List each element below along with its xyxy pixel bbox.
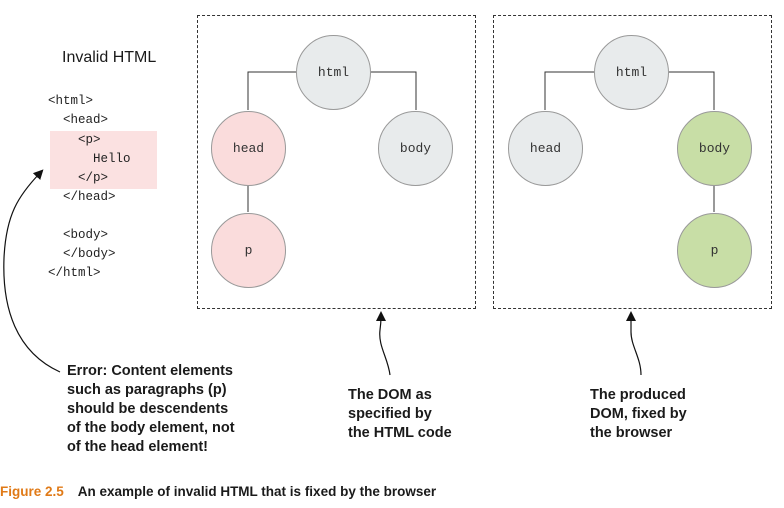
edge-html-body — [371, 71, 417, 110]
fixed-caption-line: The produced — [590, 387, 686, 403]
error-caption-line: of the head element! — [67, 439, 208, 455]
figure-text: An example of invalid HTML that is fixed… — [77, 484, 437, 499]
right-body-node: body — [677, 111, 752, 186]
fixed-caption-line: the browser — [590, 425, 673, 441]
error-arrow — [3, 169, 61, 373]
dom-caption-line: The DOM as — [348, 387, 432, 403]
left-html-node: html — [296, 35, 371, 110]
fixed-caption-line: DOM, fixed by — [590, 406, 687, 422]
invalid-code-highlight — [50, 131, 157, 189]
figure-label: Figure 2.5 — [0, 484, 64, 499]
code-line: </head> — [48, 190, 116, 204]
left-body-node: body — [378, 111, 453, 186]
fixed-dom-caption: The produced DOM, fixed by the browser — [590, 386, 687, 443]
code-line: </html> — [48, 266, 101, 280]
code-line: <head> — [48, 113, 109, 127]
dom-caption-line: specified by — [348, 406, 432, 422]
left-tree-edges — [247, 71, 417, 212]
code-line: <p> — [48, 133, 101, 147]
code-line: <html> — [48, 94, 94, 108]
right-p-node: p — [677, 213, 752, 288]
left-head-node: head — [211, 111, 286, 186]
right-head-node: head — [508, 111, 583, 186]
figure-caption: Figure 2.5 An example of invalid HTML tha… — [0, 484, 436, 499]
code-line: </p> — [48, 171, 109, 185]
code-line: Hello — [48, 152, 131, 166]
fixed-dom-arrow — [626, 311, 642, 376]
right-html-node: html — [594, 35, 669, 110]
error-caption: Error: Content elements such as paragrap… — [67, 362, 235, 457]
invalid-html-title: Invalid HTML — [62, 49, 157, 66]
code-line: </body> — [48, 247, 116, 261]
edge-html-body-right — [669, 71, 715, 110]
fixed-dom-panel — [493, 15, 772, 309]
left-p-node: p — [211, 213, 286, 288]
right-tree-edges — [544, 71, 715, 212]
dom-as-specified-panel — [197, 15, 476, 309]
dom-specified-arrow — [375, 311, 391, 376]
error-caption-line: Error: Content elements — [67, 363, 233, 379]
code-line: <body> — [48, 228, 109, 242]
error-caption-line: such as paragraphs (p) — [67, 382, 227, 398]
error-caption-line: of the body element, not — [67, 420, 235, 436]
error-caption-line: should be descendents — [67, 401, 229, 417]
edge-html-head-right — [544, 71, 594, 110]
dom-caption-line: the HTML code — [348, 425, 452, 441]
edge-html-head — [247, 71, 296, 110]
dom-specified-caption: The DOM as specified by the HTML code — [348, 386, 452, 443]
